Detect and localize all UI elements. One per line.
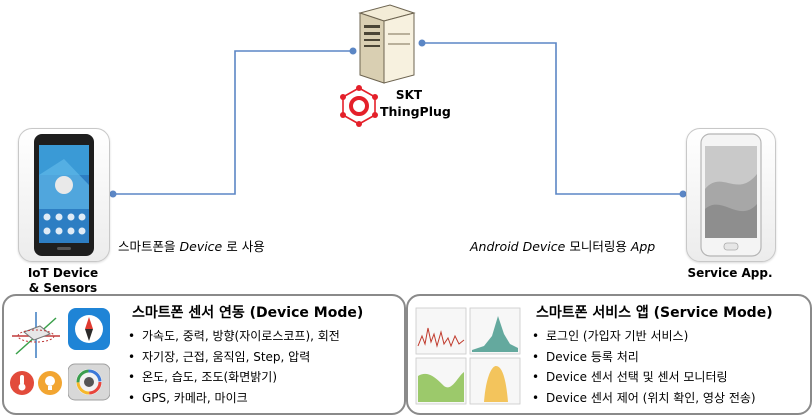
thingplug-logo-icon <box>340 85 378 127</box>
list-item: 가속도, 중력, 방향(자이로스코프), 회전 <box>128 326 340 347</box>
left-caption-prefix: 스마트폰을 <box>118 239 176 254</box>
list-item: Device 등록 처리 <box>532 347 756 368</box>
service-device-card <box>686 128 776 262</box>
brand-label: SKT <box>384 88 434 103</box>
iot-device-label-line-1: IoT Device <box>27 266 99 280</box>
left-connector <box>113 50 353 195</box>
list-item: 온도, 습도, 조도(화면밝기) <box>128 367 340 388</box>
connector-dot <box>679 190 687 198</box>
service-app-label: Service App. <box>687 266 773 280</box>
list-item: Device 센서 선택 및 센서 모니터링 <box>532 367 756 388</box>
right-caption-korean: 모니터링용 <box>569 239 627 254</box>
right-caption-italic-1: Android Device <box>470 239 566 254</box>
list-item: Device 센서 제어 (위치 확인, 영상 전송) <box>532 388 756 409</box>
left-caption-suffix: 로 사용 <box>226 239 265 254</box>
monitoring-graphs-icon <box>415 307 521 405</box>
list-item: 로그인 (가입자 기반 서비스) <box>532 326 756 347</box>
device-mode-title: 스마트폰 센서 연동 (Device Mode) <box>132 305 364 321</box>
brand-name: ThingPlug <box>380 104 451 119</box>
brand-line-1: SKT <box>395 88 423 102</box>
list-item: 자기장, 근접, 움직임, Step, 압력 <box>128 347 340 368</box>
light-icon <box>38 371 62 395</box>
thermometer-icon <box>10 371 34 395</box>
connector-dot <box>349 47 357 55</box>
compass-app-icon <box>68 308 110 350</box>
connector-dot <box>418 39 426 47</box>
right-caption-italic-2: App <box>630 239 656 254</box>
service-mode-panel: 스마트폰 서비스 앱 (Service Mode) 로그인 (가입자 기반 서비… <box>406 294 812 415</box>
left-caption-italic: Device <box>179 239 223 254</box>
server-icon <box>358 4 416 84</box>
sensor-axis-icon <box>12 312 60 358</box>
service-mode-title: 스마트폰 서비스 앱 (Service Mode) <box>536 305 773 321</box>
right-caption: Android Device 모니터링용 App <box>470 236 655 255</box>
list-item: GPS, 카메라, 마이크 <box>128 388 340 409</box>
android-phone-icon <box>34 134 94 256</box>
iot-device-card <box>18 128 110 262</box>
device-mode-panel: 스마트폰 센서 연동 (Device Mode) 가속도, 중력, 방향(자이로… <box>2 294 406 415</box>
left-caption: 스마트폰을 Device 로 사용 <box>118 236 265 255</box>
device-mode-list: 가속도, 중력, 방향(자이로스코프), 회전 자기장, 근접, 움직임, St… <box>128 326 340 408</box>
galaxy-phone-icon <box>700 133 762 257</box>
service-mode-list: 로그인 (가입자 기반 서비스) Device 등록 처리 Device 센서 … <box>532 326 756 408</box>
iot-device-label-line-2: & Sensors <box>28 281 98 295</box>
right-connector <box>422 42 683 195</box>
connector-dot <box>109 190 117 198</box>
camera-app-icon <box>68 363 110 401</box>
iot-device-label: IoT Device & Sensors <box>10 266 116 296</box>
